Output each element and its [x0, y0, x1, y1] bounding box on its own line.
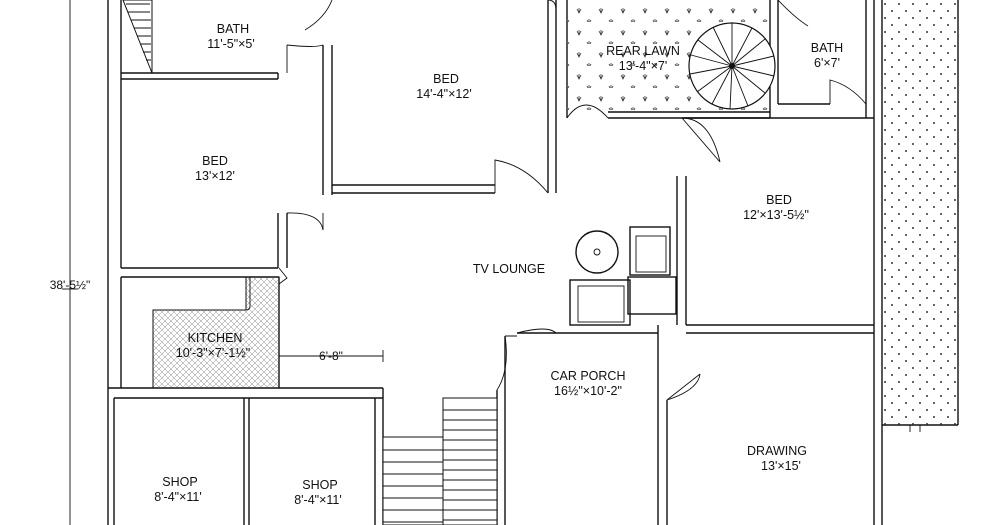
- stair-bath-left: [122, 0, 153, 74]
- rear-lawn-size: 13'-4"×7': [619, 59, 667, 73]
- bath-left-name: BATH: [217, 22, 249, 36]
- kitchen-name: KITCHEN: [188, 331, 243, 345]
- spiral-staircase: [688, 22, 776, 110]
- car-porch-size: 16½"×10'-2": [554, 384, 622, 398]
- shop-1-name: SHOP: [162, 475, 197, 489]
- bed-top-size: 14'-4"×12': [416, 87, 471, 101]
- shop-2-name: SHOP: [302, 478, 337, 492]
- bath-left-size: 11'-5"×5': [207, 37, 255, 51]
- car-porch-name: CAR PORCH: [550, 369, 625, 383]
- overall-height-dimension: 38'-5½": [50, 278, 91, 292]
- bed-left-size: 13'×12': [195, 169, 235, 183]
- passage-width-dimension: 6'-8": [319, 349, 343, 363]
- drawing-name: DRAWING: [747, 444, 807, 458]
- bed-right-name: BED: [766, 193, 792, 207]
- dimension-lines: [62, 288, 384, 362]
- tv-lounge-name: TV LOUNGE: [473, 262, 545, 276]
- bath-right-size: 6'×7': [814, 56, 840, 70]
- kitchen-size: 10'-3"×7'-1½": [176, 346, 250, 360]
- side-strip-fill: [882, 0, 958, 425]
- tv-lounge-furniture: [569, 226, 677, 326]
- shop-1-size: 8'-4"×11': [154, 490, 202, 504]
- kitchen-counter: [152, 276, 280, 389]
- bath-right-name: BATH: [811, 41, 843, 55]
- bed-top-name: BED: [433, 72, 459, 86]
- drawing-size: 13'×15': [761, 459, 801, 473]
- doors: [278, 0, 921, 432]
- stairs-front: [382, 397, 498, 525]
- bed-right-size: 12'×13'-5½": [743, 208, 809, 222]
- rear-lawn-name: REAR LAWN: [606, 44, 680, 58]
- bed-left-name: BED: [202, 154, 228, 168]
- shop-2-size: 8'-4"×11': [294, 493, 342, 507]
